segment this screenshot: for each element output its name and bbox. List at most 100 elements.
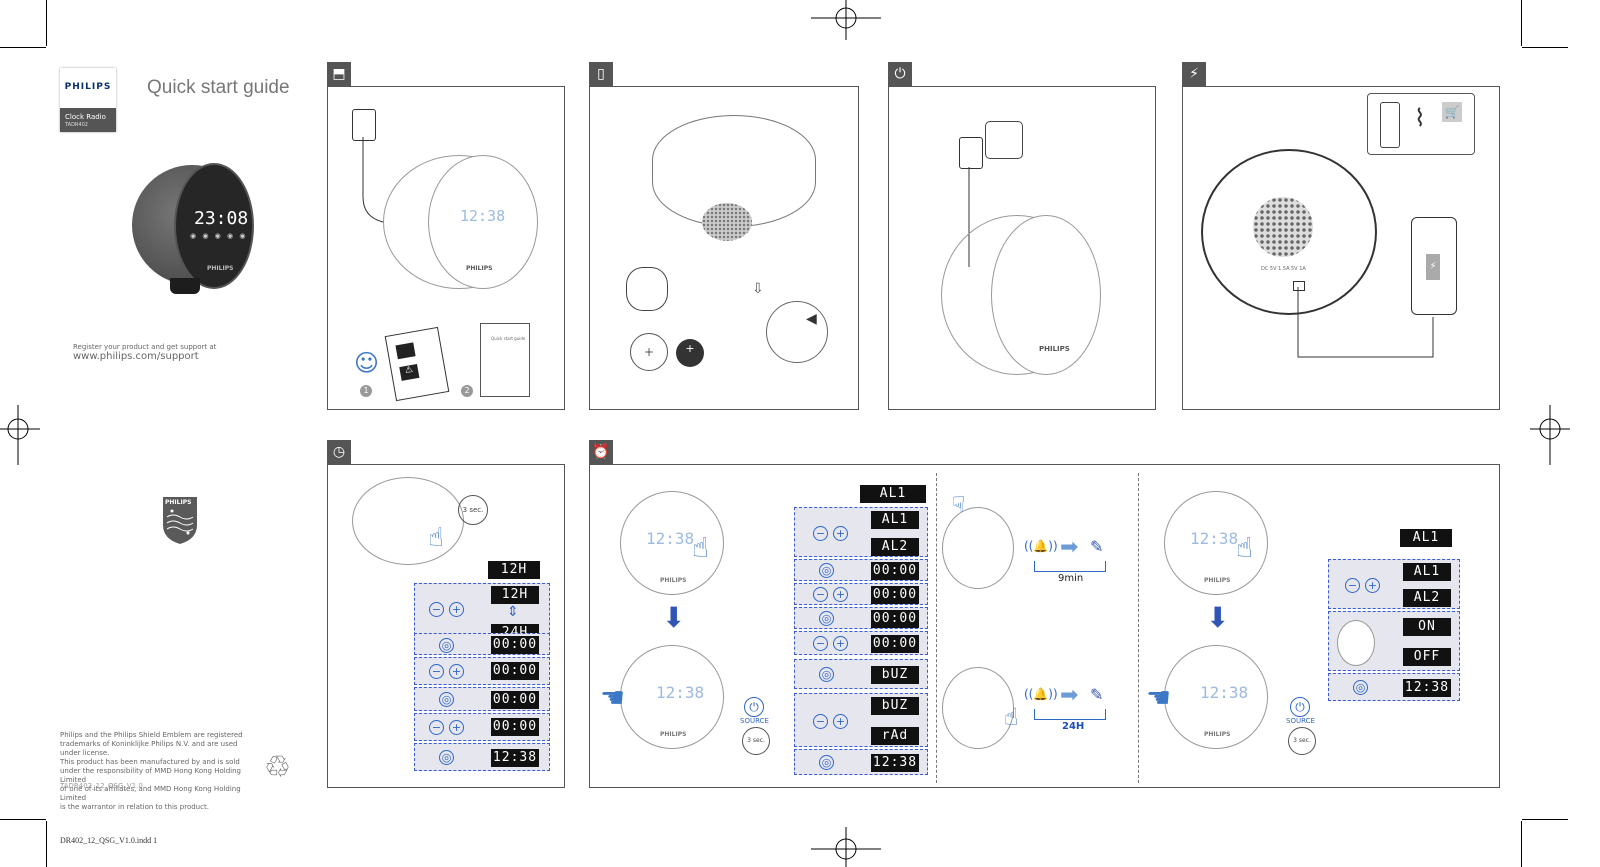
set-button[interactable]: ◎ <box>439 638 454 653</box>
lcd-display: AL2 <box>1403 589 1451 607</box>
lcd-display: 12:38 <box>491 749 539 767</box>
plus-button[interactable]: + <box>833 587 848 602</box>
wall-socket-illustration <box>985 121 1023 159</box>
crop-mark <box>1522 819 1568 820</box>
insert-arrow-icon: ◀ <box>806 311 817 327</box>
repeat-label: 24H <box>1062 721 1085 732</box>
coin-cell-battery: + <box>676 339 704 367</box>
cable-icon <box>362 137 384 223</box>
lcd-display: AL1 <box>860 485 926 503</box>
set-button[interactable]: ◎ <box>1353 680 1368 695</box>
step-box-confirm: ◎ 00:00 <box>414 633 550 655</box>
step-box-minute: −+00:00 <box>794 631 928 655</box>
minus-button[interactable]: − <box>813 636 828 651</box>
cart-icon: 🛒 <box>1442 102 1462 122</box>
legal-text: Philips and the Philips Shield Emblem ar… <box>60 731 243 811</box>
step-box-finish: ◎ 12:38 <box>794 749 928 775</box>
port-label-dc: DC 5V 1.5A <box>1261 266 1290 272</box>
lcd-display: bUZ <box>871 697 919 715</box>
lcd-display: 12:38 <box>871 754 919 772</box>
file-slug: DR402_12_QSG_V1.0.indd 1 <box>60 836 158 845</box>
crop-mark <box>46 821 47 867</box>
step-box-confirm: ◎ 00:00 <box>794 607 928 629</box>
step-box-hour: −+00:00 <box>414 657 550 685</box>
minus-button[interactable]: − <box>429 602 444 617</box>
clock-brand: PHILIPS <box>660 577 687 584</box>
lcd-display: 00:00 <box>871 610 919 628</box>
lcd-display: 00:00 <box>871 635 919 653</box>
clock-time: 12:38 <box>646 529 695 548</box>
alarm-sound-icon: ((🔔)) <box>1024 539 1058 553</box>
panel-alarm: 12:38 PHILIPS ☝ ⬇ 12:38 PHILIPS ☚ ⏻ SOUR… <box>589 464 1500 788</box>
lcd-display: 00:00 <box>491 636 539 654</box>
lcd-display: AL1 <box>871 511 919 529</box>
set-button[interactable]: ◎ <box>819 611 834 626</box>
plus-button[interactable]: + <box>1365 578 1380 593</box>
step-box-confirm: ◎00:00 <box>414 687 550 711</box>
power-plug-tab-icon: ⏻ <box>888 62 912 86</box>
down-arrow-icon: ⬇ <box>1206 601 1230 634</box>
plus-button[interactable]: + <box>449 720 464 735</box>
lcd-display: 00:00 <box>871 562 919 580</box>
set-button[interactable]: ◎ <box>439 750 454 765</box>
alarm-sound-icon: ((🔔)) <box>1024 687 1058 701</box>
adapter-illustration <box>352 109 376 141</box>
minus-button[interactable]: − <box>813 526 828 541</box>
source-label: SOURCE <box>740 717 769 725</box>
timer-label: 3 sec. <box>747 737 765 744</box>
divider <box>1138 473 1139 783</box>
lcd-display: 12H <box>488 561 540 579</box>
source-label: SOURCE <box>1286 717 1315 725</box>
registration-mark-icon <box>811 827 881 867</box>
clock-face <box>428 155 538 289</box>
hand-insert-illustration <box>766 301 828 363</box>
page-title: Quick start guide <box>147 77 290 98</box>
hand-press-icon: ☝ <box>428 523 444 553</box>
minus-button[interactable]: − <box>813 587 828 602</box>
clock-face <box>1164 491 1268 595</box>
minus-button[interactable]: − <box>429 720 444 735</box>
set-button[interactable]: ◎ <box>819 755 834 770</box>
plus-button[interactable]: + <box>833 526 848 541</box>
plus-button[interactable]: + <box>449 602 464 617</box>
clock-brand: PHILIPS <box>660 731 687 738</box>
set-button[interactable]: ◎ <box>439 692 454 707</box>
lcd-display: ON <box>1403 618 1451 636</box>
minus-button[interactable]: − <box>429 664 444 679</box>
plus-button[interactable]: + <box>449 664 464 679</box>
panel-set-clock: ☝ 3 sec. 12H − + 12H ⇕ 24H ◎00:00 −+00:0… <box>327 464 565 788</box>
step-box-finish: ◎ 12:38 <box>414 743 550 771</box>
clock-illustration <box>942 507 1014 589</box>
snooze-bracket <box>1034 561 1106 572</box>
source-power-icon[interactable]: ⏻ <box>1290 697 1310 717</box>
minus-button[interactable]: − <box>813 714 828 729</box>
clock-illustration <box>942 667 1014 749</box>
clock-brand: PHILIPS <box>1204 731 1231 738</box>
shield-brand-text: PHILIPS <box>165 499 192 506</box>
source-power-icon[interactable]: ⏻ <box>744 697 764 717</box>
support-url[interactable]: www.philips.com/support <box>73 351 199 362</box>
lcd-display: 00:00 <box>491 662 539 680</box>
panel-box-contents: 12:38 PHILIPS ☺ 1 ⚠ 2 Quick start guide <box>327 86 565 410</box>
step-badge: 2 <box>461 385 473 397</box>
minus-button[interactable]: − <box>1345 578 1360 593</box>
lcd-display: bUZ <box>871 666 919 684</box>
device-illustration: 23:08 ◉ ◉ ◉ ◉ ◉ PHILIPS <box>132 160 254 295</box>
set-button[interactable]: ◎ <box>819 563 834 578</box>
plus-button[interactable]: + <box>833 636 848 651</box>
usb-port-icon[interactable] <box>1293 281 1305 291</box>
step-box-minute: −+00:00 <box>414 713 550 741</box>
clock-time: 12:38 <box>1190 529 1239 548</box>
clock-brand: PHILIPS <box>466 265 493 272</box>
device-display: 23:08 <box>194 208 249 229</box>
battery-holder <box>626 267 668 311</box>
plus-button[interactable]: + <box>833 714 848 729</box>
registration-mark-icon <box>1530 405 1570 465</box>
lcd-display: 12:38 <box>1403 679 1451 697</box>
set-button[interactable]: ◎ <box>819 667 834 682</box>
booklet-title: Quick start guide <box>491 336 526 341</box>
clock-time: 12:38 <box>460 207 506 225</box>
lcd-display: AL1 <box>1400 529 1452 547</box>
